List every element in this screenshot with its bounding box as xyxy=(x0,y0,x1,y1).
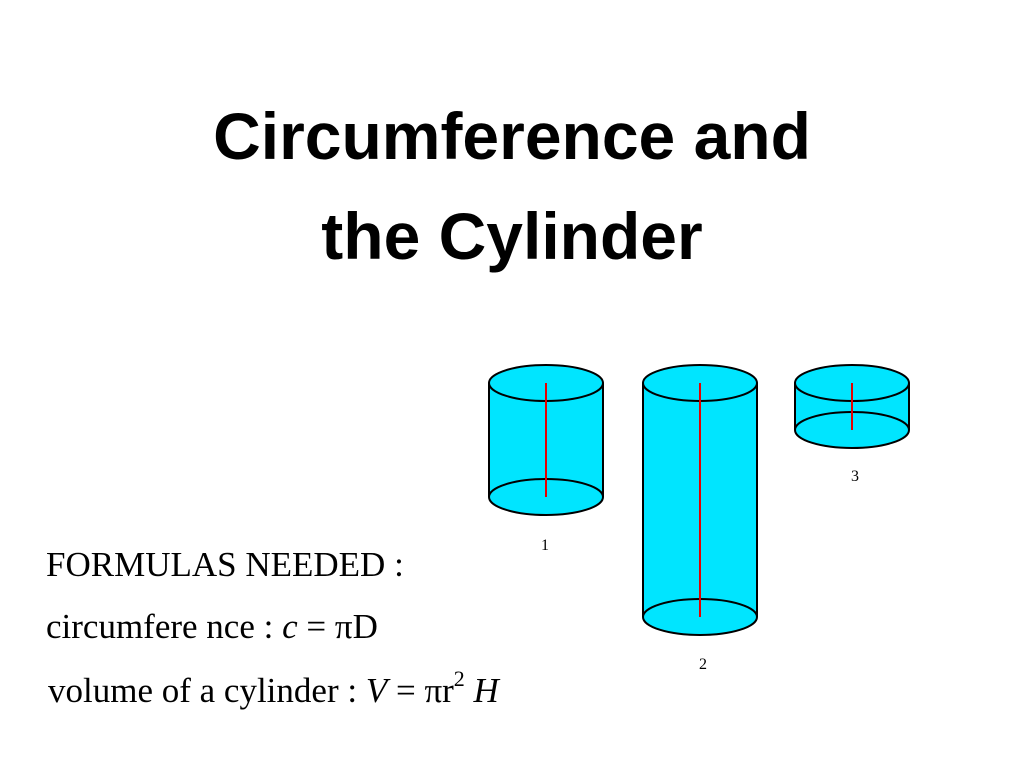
formulas-heading: FORMULAS NEEDED : xyxy=(46,545,404,584)
volume-exponent: 2 xyxy=(453,666,465,691)
cylinder-1 xyxy=(488,364,604,516)
cylinder-2 xyxy=(642,364,758,636)
volume-height-variable: H xyxy=(473,671,499,710)
volume-variable: V xyxy=(365,671,388,710)
cylinder-1-label: 1 xyxy=(541,537,549,554)
volume-label: volume of a cylinder : xyxy=(48,671,358,710)
cylinder-3-label: 3 xyxy=(851,468,859,485)
circumference-formula: circumfere nce : c = πD xyxy=(46,607,378,647)
title-line-2: the Cylinder xyxy=(321,199,703,273)
volume-equation: = πr xyxy=(395,671,454,710)
circumference-equation: = πD xyxy=(306,607,378,646)
cylinder-2-label: 2 xyxy=(699,656,707,673)
cylinder-3 xyxy=(794,364,910,449)
volume-formula: volume of a cylinder : V = πr2 H xyxy=(48,666,499,711)
circumference-label: circumfere nce : xyxy=(46,607,274,646)
title-line-1: Circumference and xyxy=(213,99,811,173)
slide-title: Circumference and the Cylinder xyxy=(0,86,1024,286)
circumference-variable: c xyxy=(282,607,298,646)
